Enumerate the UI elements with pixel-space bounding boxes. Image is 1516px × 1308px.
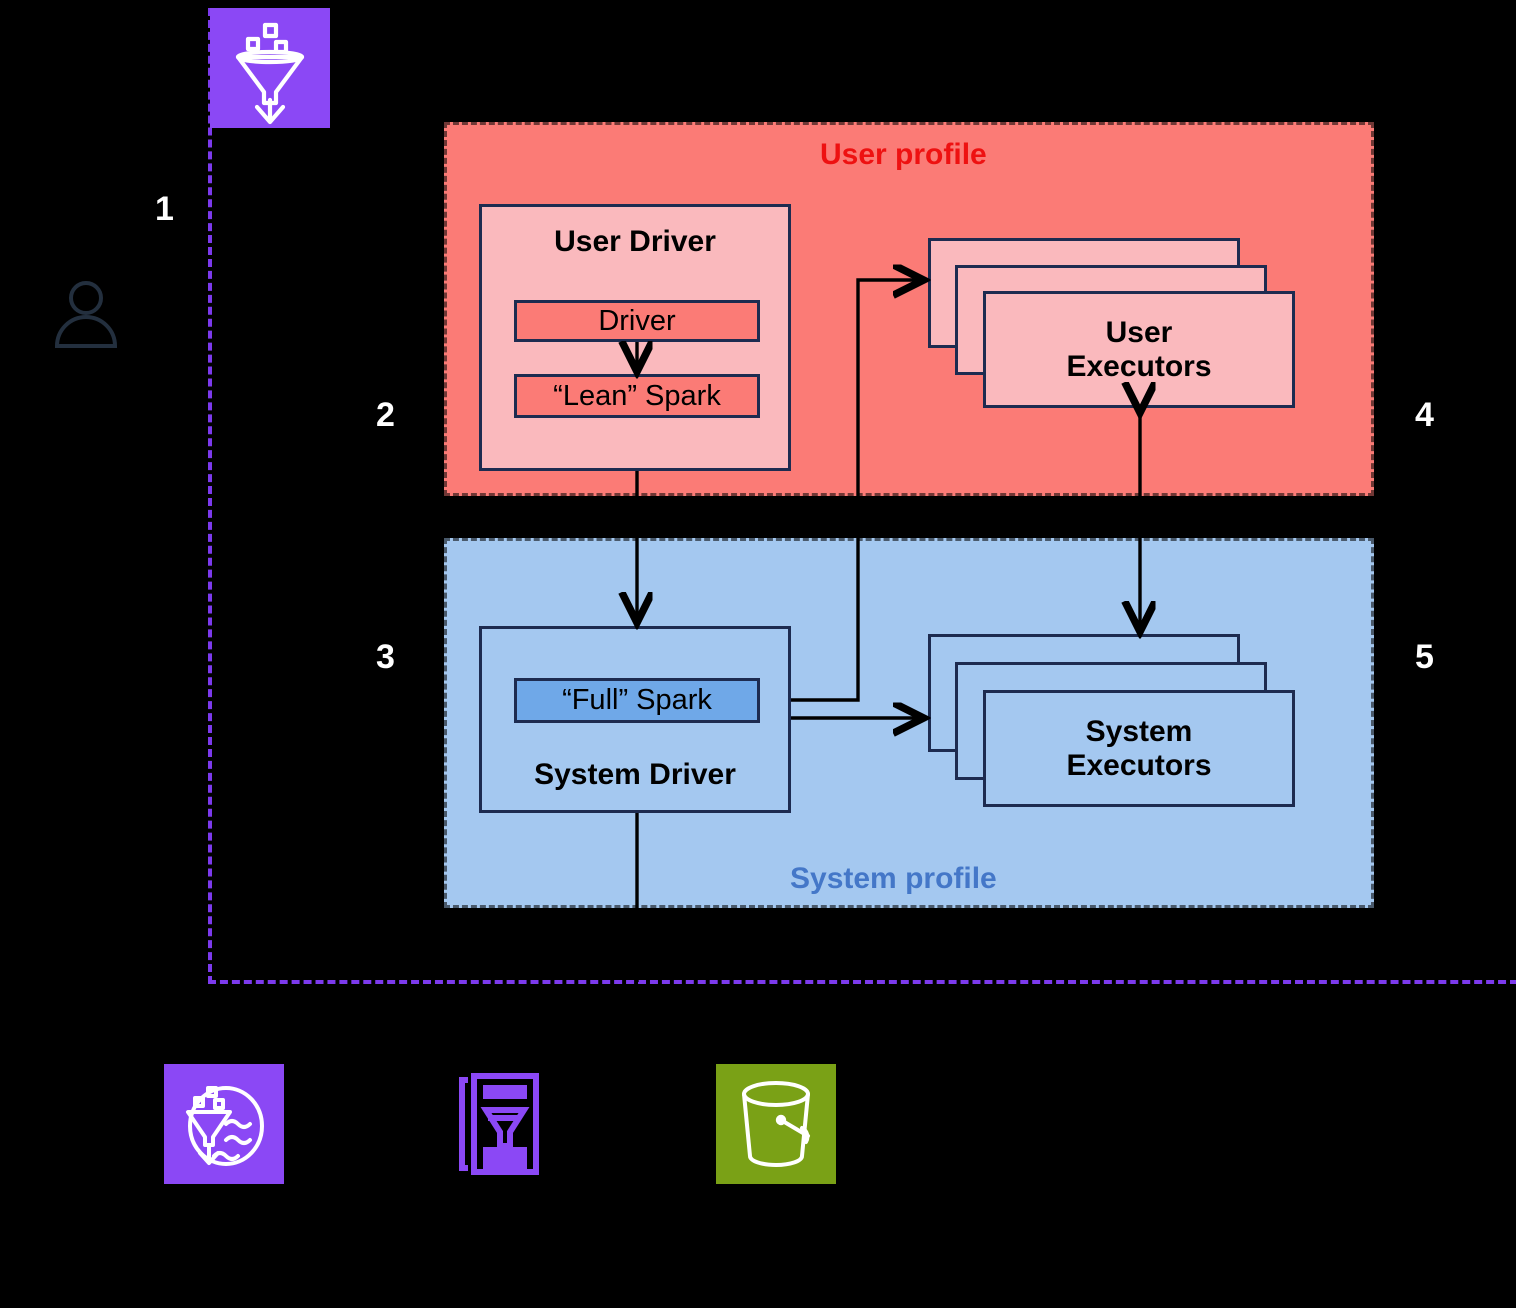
user-driver-chip-driver[interactable]: Driver <box>514 300 760 342</box>
data-lake-icon[interactable] <box>164 1064 284 1184</box>
system-executors-line1: System <box>1085 714 1193 748</box>
s3-bucket-icon[interactable] <box>716 1064 836 1184</box>
user-executors-line1: User <box>1105 315 1173 349</box>
user-executors-line2: Executors <box>1066 349 1212 383</box>
etl-job-icon[interactable] <box>444 1064 564 1184</box>
callout-number-5: 5 <box>1415 638 1434 676</box>
user-driver-title: User Driver <box>554 225 716 258</box>
system-executors-line2: Executors <box>1066 748 1212 782</box>
system-executors-label: System Executors <box>1066 715 1211 782</box>
callout-number-4: 4 <box>1415 396 1434 434</box>
vpc-boundary <box>208 8 1516 984</box>
callout-number-2: 2 <box>376 396 395 434</box>
system-driver-title: System Driver <box>534 758 736 792</box>
user-executors-front[interactable]: User Executors <box>983 291 1295 408</box>
system-profile-label: System profile <box>790 862 997 895</box>
person-icon <box>50 278 122 350</box>
user-profile-label: User profile <box>820 138 987 171</box>
system-driver-chip-full-spark[interactable]: “Full” Spark <box>514 678 760 723</box>
user-executors-label: User Executors <box>1066 316 1211 383</box>
user-driver-chip-lean-spark[interactable]: “Lean” Spark <box>514 374 760 418</box>
system-executors-front[interactable]: System Executors <box>983 690 1295 807</box>
data-funnel-icon[interactable] <box>210 8 330 128</box>
callout-number-1: 1 <box>155 190 174 228</box>
callout-number-3: 3 <box>376 638 395 676</box>
